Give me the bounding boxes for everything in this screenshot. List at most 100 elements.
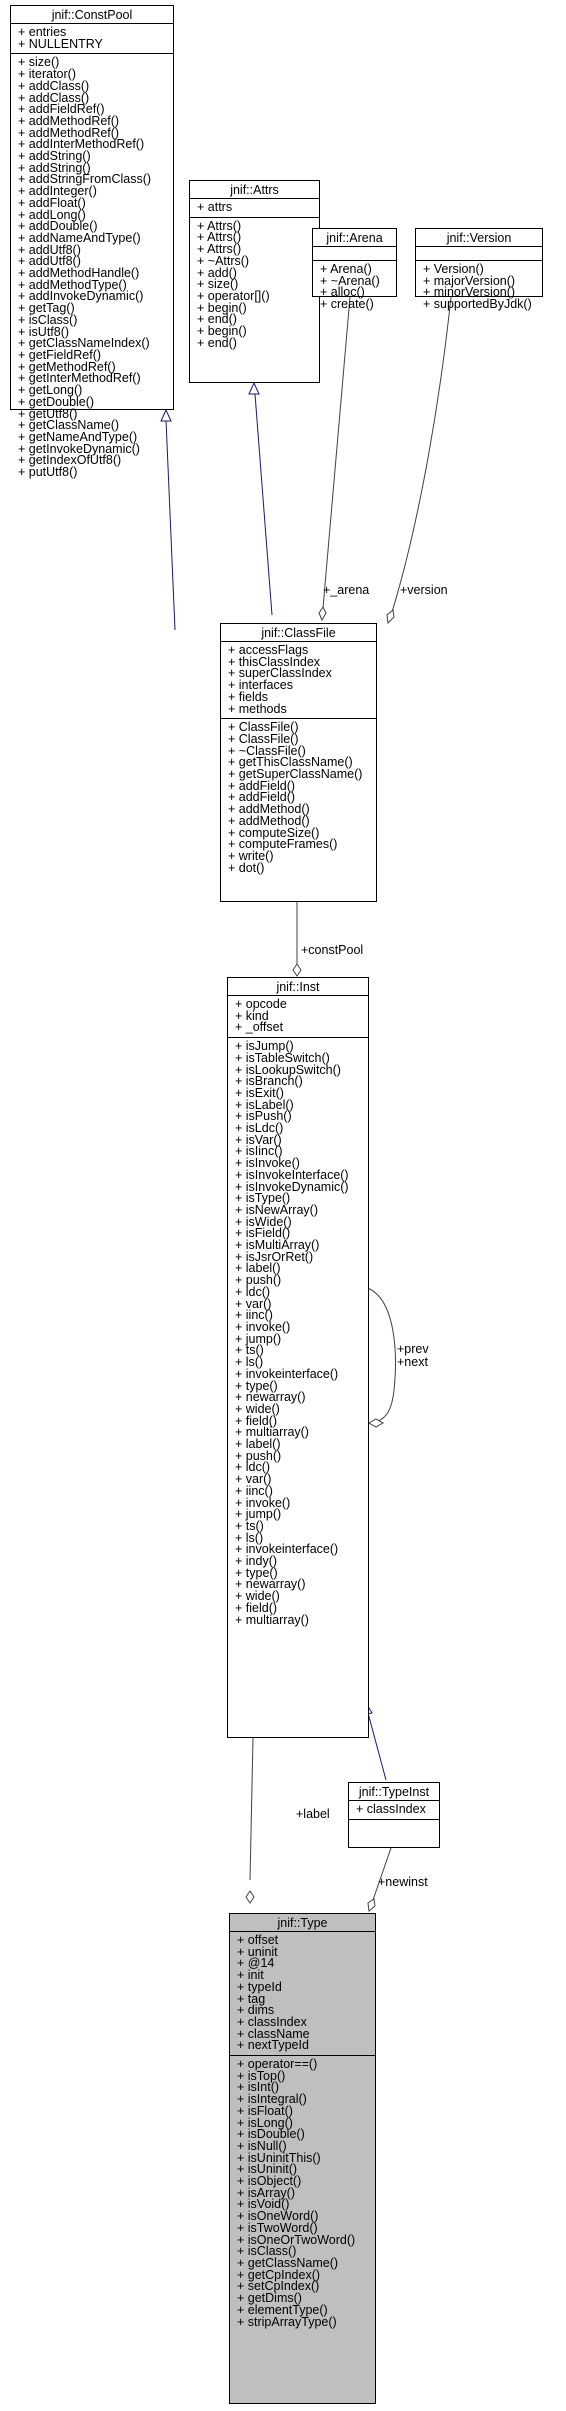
attributes: + entries+ NULLENTRY (11, 24, 173, 55)
method-item: + wide() (235, 1589, 280, 1604)
method-item: + isUtf8() (18, 324, 70, 339)
attribute-item: + uninit (237, 1944, 278, 1959)
methods: + Attrs()+ Attrs()+ Attrs()+ ~Attrs()+ a… (190, 218, 319, 353)
attribute-item: + thisClassIndex (228, 654, 321, 669)
method-item: + getThisClassName() (228, 755, 353, 770)
label-arena: +_arena (323, 583, 370, 597)
class-classfile[interactable]: jnif::ClassFile + accessFlags+ thisClass… (220, 623, 377, 902)
method-item: + stripArrayType() (237, 2314, 337, 2329)
method-item: + write() (228, 848, 274, 863)
class-name: jnif::ClassFile (221, 624, 376, 642)
attribute-item: + attrs (197, 200, 233, 214)
method-item: + indy() (235, 1554, 278, 1569)
method-item: + operator[]() (197, 288, 270, 303)
label-label: +label (296, 1807, 330, 1821)
method-item: + invoke() (235, 1495, 291, 1510)
method-item: + isTwoWord() (237, 2220, 318, 2235)
method-item: + invoke() (235, 1319, 291, 1334)
method-item: + isJump() (235, 1039, 294, 1054)
method-item: + addString() (18, 160, 91, 175)
prevnext-diamond (367, 1418, 385, 1428)
method-item: + addNameAndType() (18, 230, 141, 245)
attribute-item: + className (237, 2026, 310, 2041)
class-typeinst[interactable]: jnif::TypeInst + classIndex (348, 1782, 440, 1848)
attributes (313, 247, 396, 261)
class-version[interactable]: jnif::Version + Version()+ majorVersion(… (415, 228, 543, 310)
methods: + size()+ iterator()+ addClass()+ addCla… (11, 54, 173, 481)
method-item: + getDouble() (18, 394, 95, 409)
method-item: + ~Arena() (320, 273, 380, 288)
class-type[interactable]: jnif::Type + offset+ uninit+ @14+ init+ … (229, 1913, 376, 2404)
class-name: jnif::Type (230, 1914, 375, 1932)
method-item: + Attrs() (197, 230, 242, 245)
method-item: + elementType() (237, 2302, 328, 2317)
method-item: + addMethodHandle() (18, 266, 140, 281)
method-item: + size() (18, 55, 60, 70)
method-item: + isLong() (237, 2115, 293, 2130)
inheritance-edge-classfile-constpool (165, 419, 176, 631)
method-item: + ~Attrs() (197, 253, 250, 268)
method-item: + add() (197, 265, 237, 280)
method-item: + Arena() (320, 262, 372, 276)
method-item: + invokeinterface() (235, 1366, 339, 1381)
attributes: + opcode+ kind+ _offset (228, 996, 368, 1039)
method-item: + begin() (197, 324, 247, 339)
methods: + isJump()+ isTableSwitch()+ isLookupSwi… (228, 1038, 368, 1629)
label-version: +version (400, 583, 448, 597)
method-item: + majorVersion() (423, 273, 516, 288)
attribute-item: + kind (235, 1008, 269, 1023)
method-item: + addField() (228, 790, 296, 805)
inheritance-edge-typeinst-inst (367, 1712, 387, 1781)
method-item: + newarray() (235, 1577, 306, 1592)
attribute-item: + fields (228, 689, 268, 704)
attribute-item: + superClassIndex (228, 666, 332, 681)
class-attrs[interactable]: jnif::Attrs + attrs + Attrs()+ Attrs()+ … (189, 180, 320, 383)
method-item: + addString() (18, 149, 91, 164)
label-constpool: +constPool (301, 943, 364, 957)
method-item: + isIntegral() (237, 2092, 307, 2107)
attribute-item: + entries (18, 25, 67, 39)
method-item: + addInterMethodRef() (18, 137, 145, 152)
method-item: + putUtf8() (18, 465, 78, 480)
method-item: + isIinc() (235, 1144, 283, 1159)
class-arena[interactable]: jnif::Arena + Arena()+ ~Arena()+ alloc()… (312, 228, 397, 310)
method-item: + multiarray() (235, 1425, 309, 1440)
inheritance-edge-classfile-attrs (254, 393, 273, 616)
association-edge-label (249, 1737, 254, 1881)
method-item: + var() (235, 1296, 272, 1311)
method-item: + isLabel() (235, 1097, 294, 1112)
attribute-item: + interfaces (228, 678, 293, 693)
association-edge-version (391, 296, 452, 613)
method-item: + addMethodType() (18, 277, 127, 292)
class-constpool[interactable]: jnif::ConstPool + entries+ NULLENTRY + s… (10, 5, 174, 478)
method-item: + newarray() (235, 1390, 306, 1405)
class-name: jnif::ConstPool (11, 6, 173, 24)
method-item: + supportedByJdk() (423, 297, 532, 312)
attribute-item: + methods (228, 701, 287, 716)
method-item: + getClassName() (237, 2255, 339, 2270)
class-inst[interactable]: jnif::Inst + opcode+ kind+ _offset + isJ… (227, 977, 369, 1738)
attribute-item: + @14 (237, 1956, 275, 1971)
method-item: + type() (235, 1565, 278, 1580)
method-item: + label() (235, 1261, 281, 1276)
method-item: + push() (235, 1448, 282, 1463)
method-item: + size() (197, 277, 239, 292)
attributes: + classIndex (349, 1801, 439, 1820)
method-item: + push() (235, 1273, 282, 1288)
method-item: + addInteger() (18, 184, 97, 199)
arena-diamond (318, 606, 327, 622)
method-item: + isInvokeInterface() (235, 1167, 349, 1182)
method-item: + iinc() (235, 1308, 273, 1323)
method-item: + var() (235, 1472, 272, 1487)
method-item: + isArray() (237, 2185, 295, 2200)
attribute-item: + offset (237, 1933, 279, 1947)
method-item: + iinc() (235, 1483, 273, 1498)
method-item: + isMultiArray() (235, 1238, 320, 1253)
method-item: + isExit() (235, 1085, 284, 1100)
method-item: + begin() (197, 300, 247, 315)
attributes: + offset+ uninit+ @14+ init+ typeId+ tag… (230, 1932, 375, 2057)
method-item: + ClassFile() (228, 731, 299, 746)
method-item: + addClass() (18, 90, 90, 105)
constpool-diamond (292, 963, 302, 977)
method-item: + isDouble() (237, 2127, 305, 2142)
